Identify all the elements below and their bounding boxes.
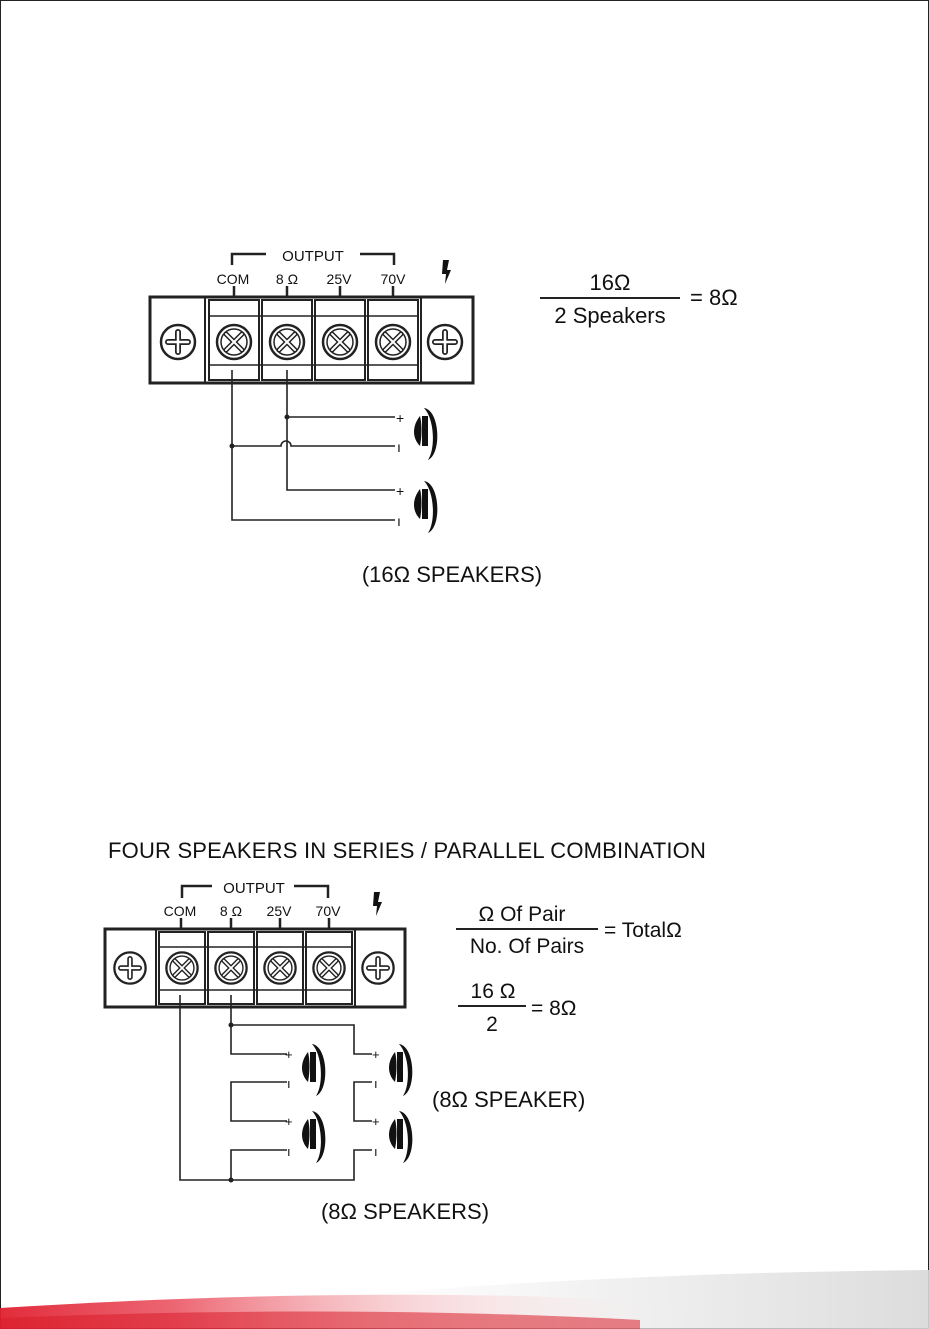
minus-sign: ı (397, 439, 401, 455)
section-heading: FOUR SPEAKERS IN SERIES / PARALLEL COMBI… (108, 838, 706, 864)
speaker-icon (302, 1111, 325, 1163)
terminal-block-2 (105, 918, 405, 1007)
minus-sign: ı (287, 1076, 291, 1091)
minus-sign: ı (287, 1144, 291, 1159)
plus-sign: + (372, 1114, 380, 1129)
speaker-icon (302, 1044, 325, 1096)
speaker-icon (389, 1044, 412, 1096)
terminal-label-com-1: COM (217, 271, 250, 287)
plus-sign: + (285, 1114, 293, 1129)
speaker-icon (414, 481, 437, 533)
plus-sign: + (285, 1047, 293, 1062)
formula-numerator: 16Ω (590, 270, 631, 295)
plus-sign: + (372, 1047, 380, 1062)
terminal-block-1 (150, 286, 473, 383)
formula1-denominator: No. Of Pairs (470, 935, 584, 958)
formula1-result: = TotalΩ (604, 919, 682, 942)
minus-sign: ı (397, 513, 401, 529)
terminal-label-25v-2: 25V (267, 903, 293, 919)
terminal-label-70v-2: 70V (316, 903, 342, 919)
terminal-label-70v-1: 70V (381, 271, 407, 287)
minus-sign: ı (374, 1144, 378, 1159)
terminal-label-25v-1: 25V (327, 271, 353, 287)
formula1-numerator: Ω Of Pair (479, 903, 566, 926)
wiring-1 (232, 370, 395, 520)
wiring-2 (180, 995, 372, 1180)
caption-16ohm-speakers: (16Ω SPEAKERS) (362, 562, 542, 587)
formula2-numerator: 16 Ω (471, 980, 516, 1003)
minus-sign: ı (374, 1076, 378, 1091)
speaker-icon (389, 1111, 412, 1163)
terminal-label-8ohm-2: 8 Ω (220, 903, 242, 919)
output-label-1: OUTPUT (282, 248, 344, 265)
label-8ohm-speaker: (8Ω SPEAKER) (432, 1087, 585, 1112)
speaker-icon (414, 408, 437, 460)
output-label-2: OUTPUT (223, 880, 285, 897)
formula-denominator: 2 Speakers (554, 303, 665, 328)
terminal-label-com-2: COM (164, 903, 197, 919)
ground-icon (373, 892, 382, 916)
formula2-result: = 8Ω (531, 997, 576, 1020)
formula2-denominator: 2 (486, 1013, 498, 1036)
terminal-label-8ohm-1: 8 Ω (276, 271, 298, 287)
plus-sign: + (396, 483, 404, 499)
ground-icon (442, 260, 451, 284)
plus-sign: + (396, 410, 404, 426)
footer-decoration (0, 1270, 929, 1329)
formula-result: = 8Ω (690, 285, 738, 310)
caption-8ohm-speakers: (8Ω SPEAKERS) (321, 1199, 489, 1224)
